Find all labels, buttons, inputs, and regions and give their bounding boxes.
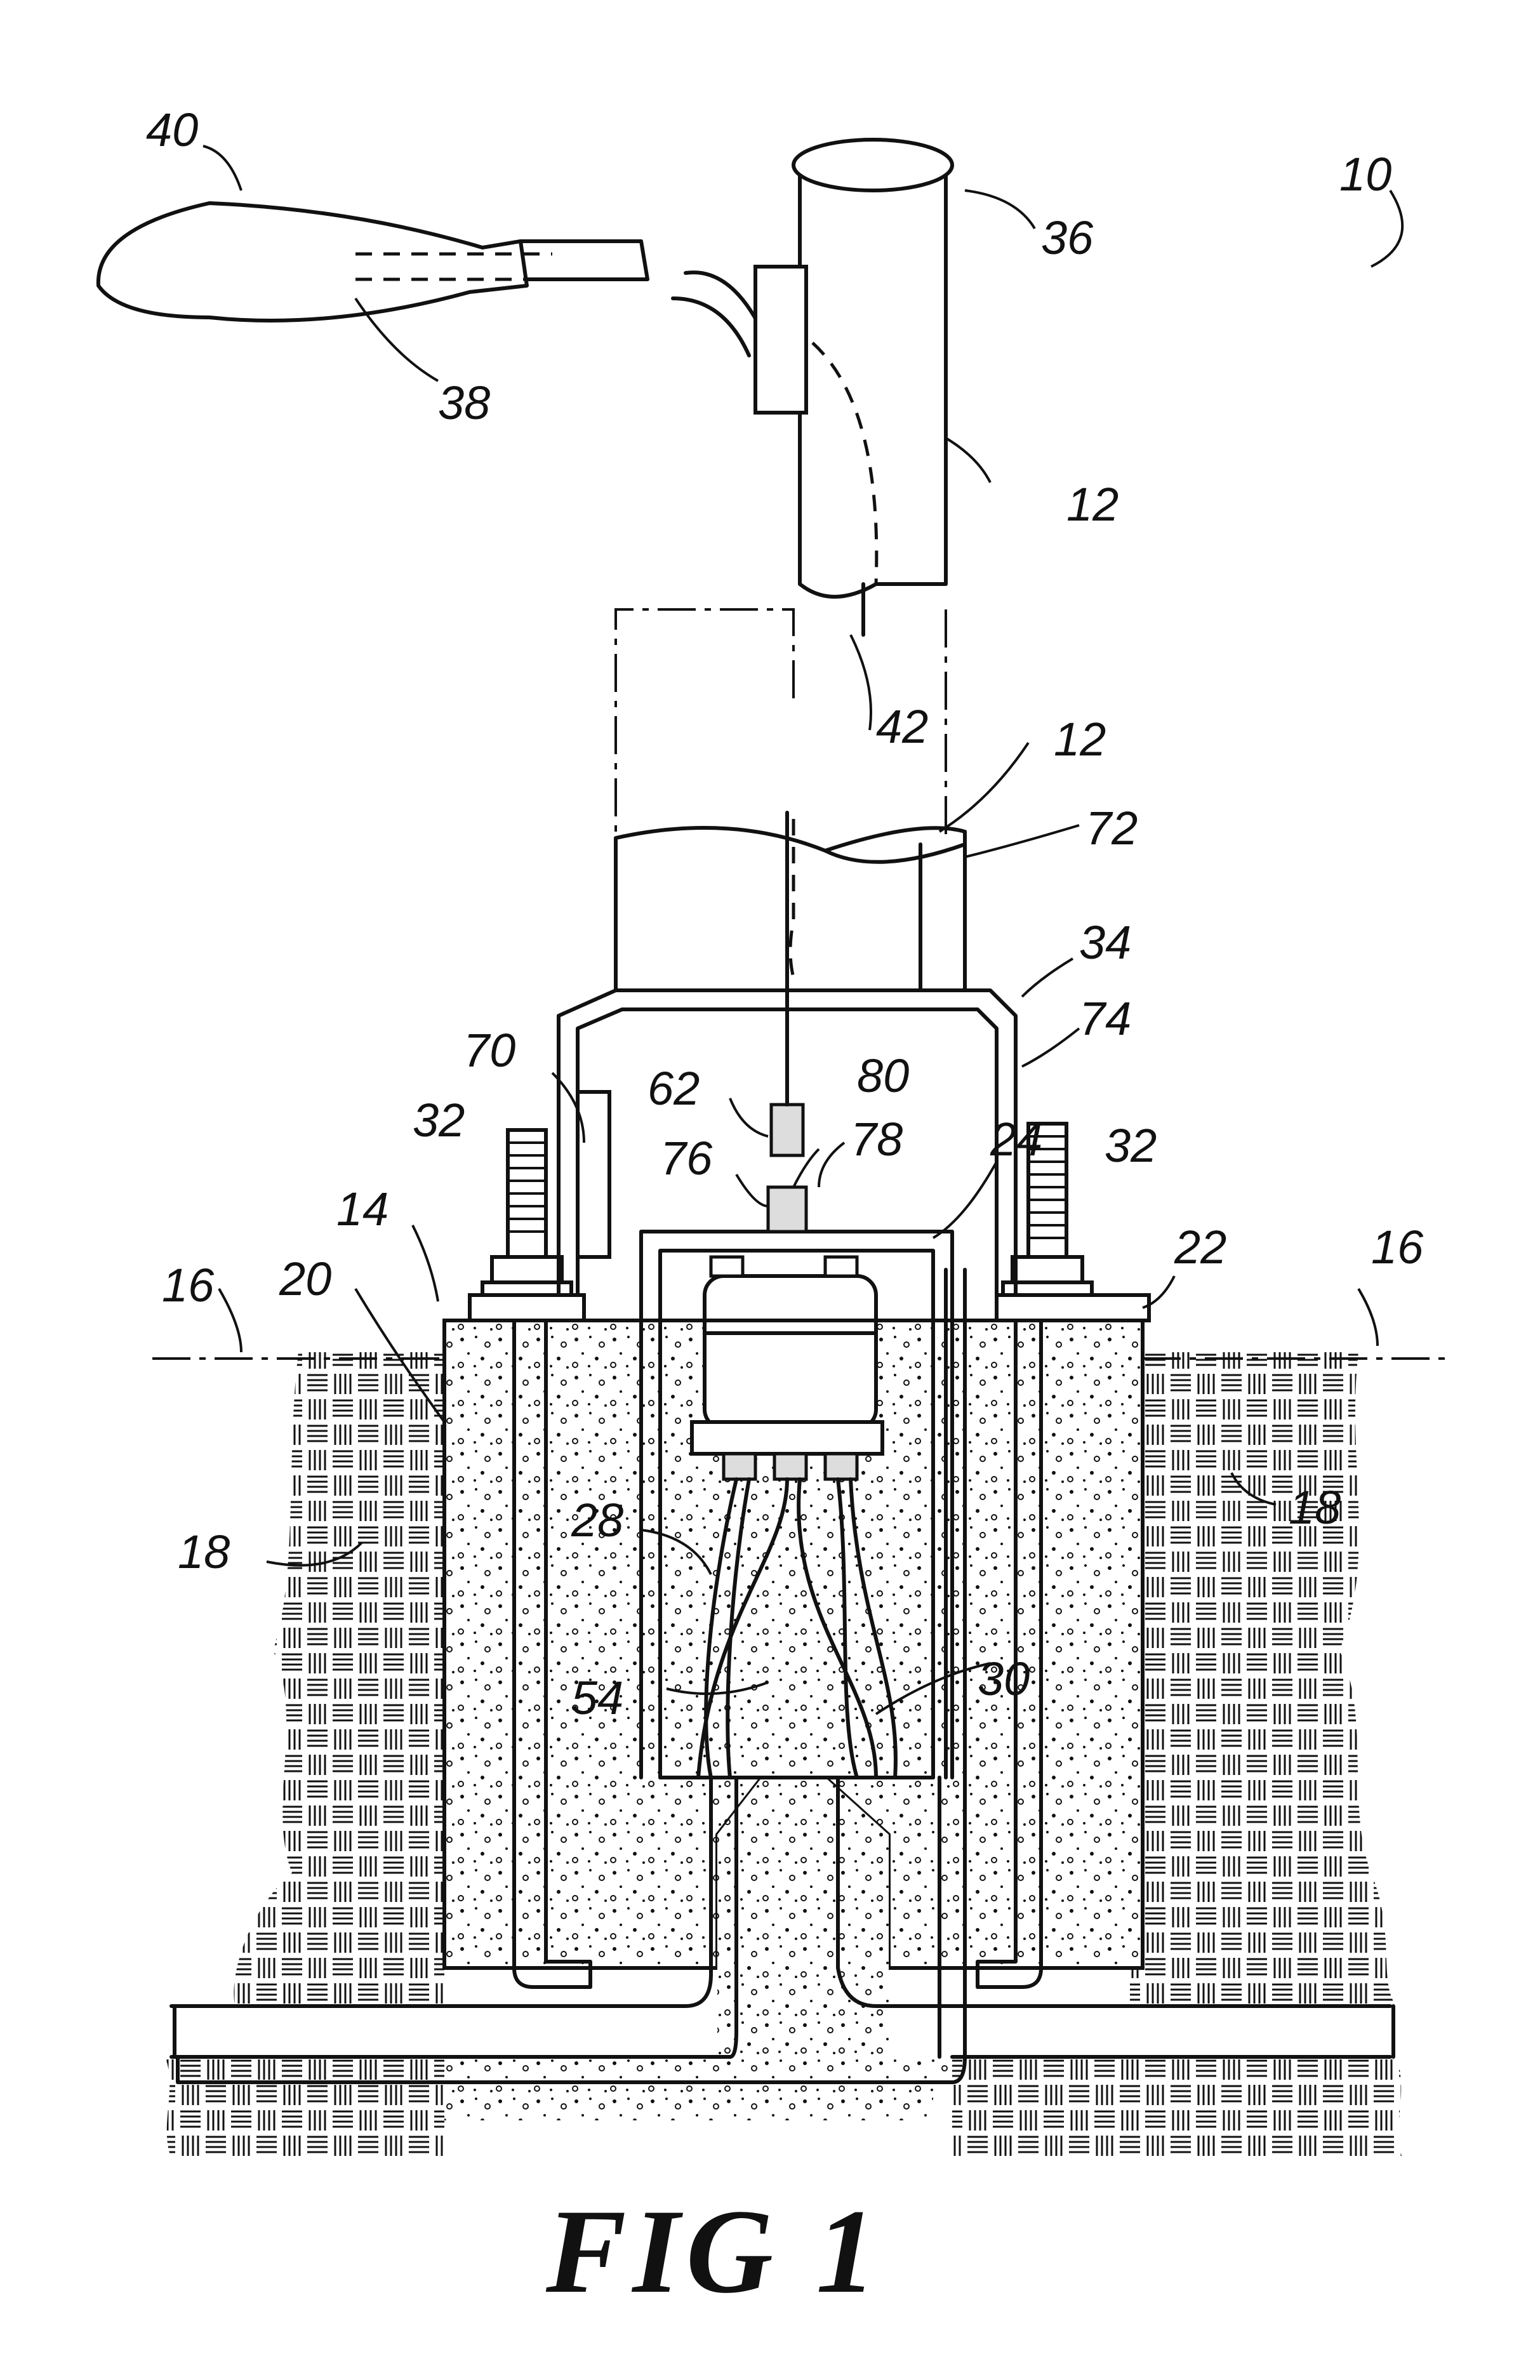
label-18a: 18 — [178, 1526, 230, 1578]
label-28: 28 — [571, 1494, 623, 1546]
soil-left — [165, 1352, 444, 2158]
label-70: 70 — [463, 1024, 515, 1077]
label-78: 78 — [851, 1113, 903, 1166]
leader-lines — [202, 145, 1404, 1715]
pole-upper — [792, 138, 954, 637]
label-40: 40 — [146, 103, 198, 156]
concrete-foundation — [442, 1319, 1145, 2120]
anchor-bolt-left — [481, 1128, 592, 1989]
label-36: 36 — [1041, 211, 1094, 264]
conduit-pipe — [169, 1776, 1395, 2084]
label-72: 72 — [1085, 802, 1138, 854]
label-76: 76 — [660, 1132, 713, 1185]
label-42: 42 — [876, 700, 928, 753]
alignment-line — [614, 608, 795, 838]
label-20: 20 — [279, 1253, 331, 1305]
power-unit — [690, 1255, 884, 1481]
figure-caption: FIG 1 — [545, 2185, 882, 2318]
label-12b: 12 — [1054, 713, 1106, 766]
label-24: 24 — [990, 1113, 1042, 1166]
label-80: 80 — [857, 1049, 909, 1102]
soil-right — [952, 1352, 1403, 2158]
label-38: 38 — [438, 376, 490, 429]
wires — [696, 1477, 898, 1779]
pole-base — [468, 988, 1151, 1322]
label-54: 54 — [571, 1672, 623, 1724]
label-16b: 16 — [1371, 1221, 1424, 1273]
label-16a: 16 — [162, 1259, 215, 1312]
label-30: 30 — [978, 1652, 1030, 1705]
label-18b: 18 — [1289, 1481, 1341, 1534]
pole-lower-section — [614, 826, 967, 992]
reference-numerals: 10 40 36 38 12 42 12 72 34 70 74 62 80 7… — [146, 103, 1424, 1724]
label-62: 62 — [647, 1062, 700, 1115]
label-10: 10 — [1339, 148, 1391, 201]
label-12a: 12 — [1066, 478, 1118, 531]
connector — [766, 811, 808, 1233]
label-32b: 32 — [1105, 1119, 1157, 1172]
label-34: 34 — [1079, 916, 1131, 969]
anchor-bolt-right — [976, 1122, 1094, 1989]
luminaire — [96, 201, 808, 415]
label-14: 14 — [336, 1183, 388, 1235]
label-22: 22 — [1174, 1221, 1226, 1273]
label-32a: 32 — [413, 1094, 465, 1147]
label-74: 74 — [1079, 992, 1131, 1045]
